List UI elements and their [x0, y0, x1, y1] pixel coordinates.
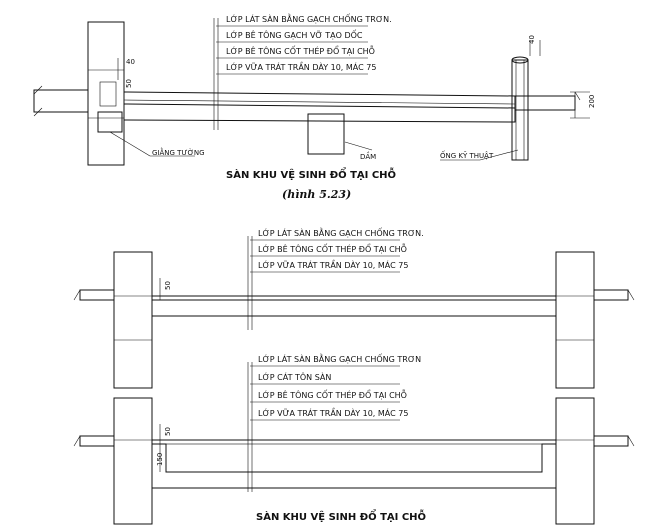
- top-section-title: SÀN KHU VỆ SINH ĐỔ TẠI CHỖ: [226, 166, 396, 181]
- sand-fill: [165, 443, 543, 473]
- middle-section: 50 LỚP LÁT SÀN BẰNG GẠCH CHỐNG TRƠN. LỚP…: [73, 226, 635, 389]
- bot-slab: [151, 443, 557, 489]
- top-section: GIẰNG TƯỜNG DẦM 40 ỐNG KỸ THUẬT 200: [33, 12, 596, 201]
- bot-left-wall: [113, 397, 153, 525]
- wall-beam: [97, 111, 123, 133]
- mid-layer-label: LỚP LÁT SÀN BẰNG GẠCH CHỐNG TRƠN.: [258, 226, 424, 239]
- top-layer-labels: LỚP LÁT SÀN BẰNG GẠCH CHỐNG TRƠN. LỚP BÊ…: [216, 12, 392, 75]
- mid-layer-label: LỚP BÊ TÔNG CỐT THÉP ĐỔ TẠI CHỖ: [258, 242, 407, 255]
- wall-beam-label: GIẰNG TƯỜNG: [152, 147, 205, 157]
- middle-layer-labels: LỚP LÁT SÀN BẰNG GẠCH CHỐNG TRƠN. LỚP BÊ…: [250, 226, 424, 273]
- dim-200: 200: [588, 95, 596, 108]
- tile-layer-line: [123, 91, 516, 97]
- mid-layer-label: LỚP VỮA TRÁT TRẦN DÀY 10, MÁC 75: [258, 258, 408, 270]
- bot-layer-label: LỚP LÁT SÀN BẰNG GẠCH CHỐNG TRƠN: [258, 352, 421, 365]
- top-left-wall: [87, 21, 125, 166]
- top-layer-label: LỚP LÁT SÀN BẰNG GẠCH CHỐNG TRƠN.: [226, 12, 392, 25]
- top-left-slab-stub: [33, 85, 89, 117]
- figure-caption: (hình 5.23): [282, 188, 351, 201]
- bot-layer-label: LỚP BÊ TÔNG CỐT THÉP ĐỔ TẠI CHỖ: [258, 388, 407, 401]
- dim-50-top: 50: [125, 79, 133, 88]
- bottom-section-title: SÀN KHU VỆ SINH ĐỔ TẠI CHỖ: [256, 508, 426, 523]
- technical-pipe: [511, 40, 541, 161]
- bottom-section: 50 150 LỚP LÁT SÀN BẰNG GẠCH CHỐNG TRƠN …: [73, 352, 635, 525]
- beam-label: DẦM: [360, 151, 376, 161]
- mid-right-wall: [555, 251, 595, 389]
- top-layer-label: LỚP BÊ TÔNG GẠCH VỠ TẠO DỐC: [226, 28, 363, 41]
- bottom-layer-labels: LỚP LÁT SÀN BẰNG GẠCH CHỐNG TRƠN LỚP CÁT…: [250, 352, 421, 421]
- pipe-label: ỐNG KỸ THUẬT: [440, 150, 494, 160]
- top-layer-label: LỚP BÊ TÔNG CỐT THÉP ĐỔ TẠI CHỖ: [226, 44, 375, 57]
- pipe-dim-40: 40: [528, 35, 536, 44]
- slab-beam: [307, 113, 345, 155]
- dim-40-left: 40: [126, 58, 135, 66]
- mid-left-wall: [113, 251, 153, 389]
- bot-dim-50: 50: [164, 427, 172, 436]
- bot-layer-label: LỚP CÁT TÔN SÀN: [258, 371, 331, 382]
- mid-slab: [151, 299, 557, 317]
- bot-dim-150: 150: [156, 453, 164, 466]
- bot-layer-label: LỚP VỮA TRÁT TRẦN DÀY 10, MÁC 75: [258, 406, 408, 418]
- mid-dim-50: 50: [164, 281, 172, 290]
- bot-right-wall: [555, 397, 595, 525]
- top-layer-label: LỚP VỮA TRÁT TRẦN DÀY 10, MÁC 75: [226, 60, 376, 72]
- top-slab: [123, 103, 516, 123]
